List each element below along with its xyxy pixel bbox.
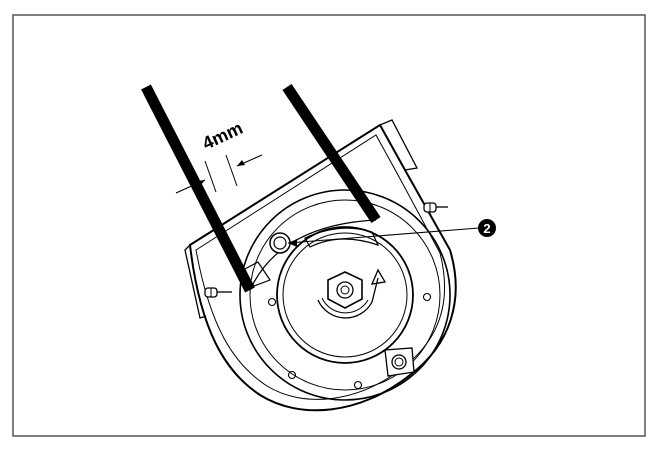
- rotation-arrow-icon: [317, 268, 387, 319]
- figure-frame: [12, 14, 646, 437]
- belt-left: [141, 84, 255, 293]
- disc-hole-right: [422, 292, 432, 302]
- dimension-label: 4mm: [199, 118, 246, 154]
- callout-number: 2: [483, 221, 490, 236]
- callout-circle: [478, 219, 496, 237]
- left-side-pin: [204, 287, 232, 298]
- disc-hole-left: [267, 297, 277, 307]
- callout-leader: [287, 227, 480, 244]
- center-nut: [327, 271, 363, 309]
- callout-arrowhead: [288, 239, 297, 247]
- dimension-indicator: [175, 154, 263, 194]
- right-side-pin: [423, 202, 448, 213]
- bottom-screw: [384, 347, 415, 377]
- upper-arc-segment: [304, 227, 380, 248]
- disc-hole-bottom: [353, 380, 363, 390]
- rotating-disc: [239, 189, 451, 401]
- belt-right: [282, 83, 381, 224]
- mounting-plate: [184, 119, 457, 412]
- eccentric-screw: [269, 232, 291, 254]
- plate-hole-lower: [287, 370, 297, 380]
